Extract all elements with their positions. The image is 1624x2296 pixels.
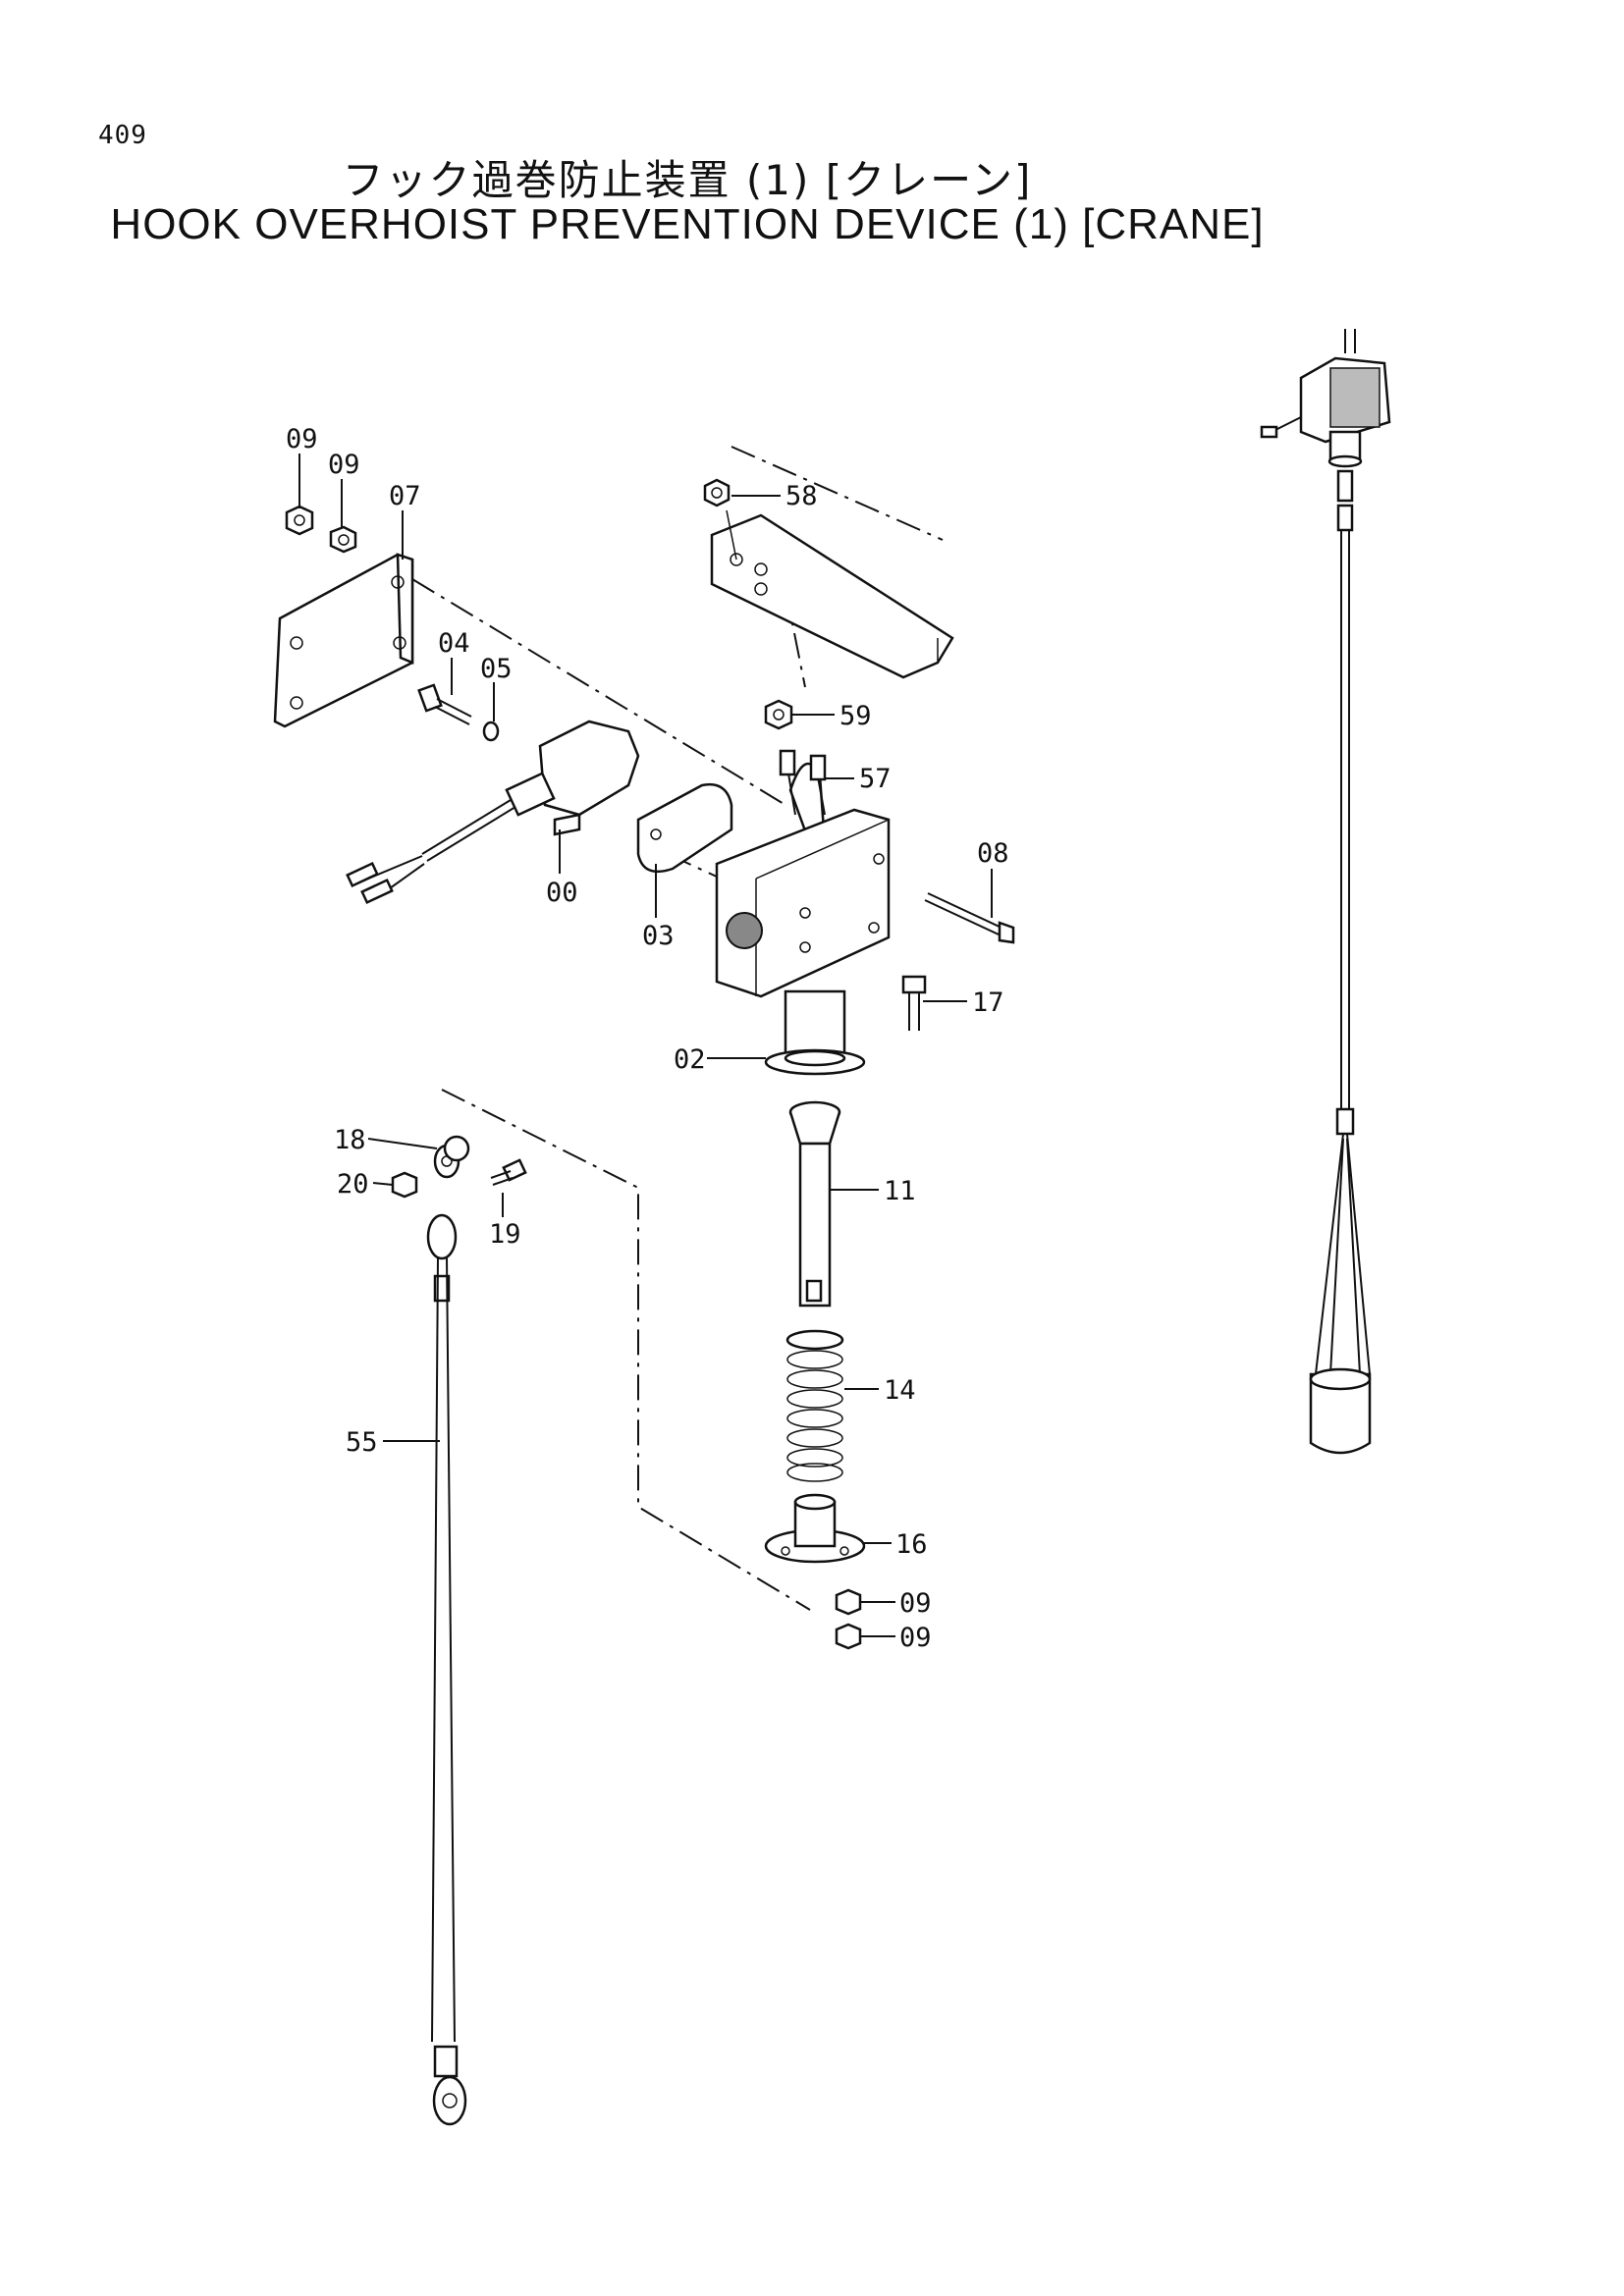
part-03-cover [636,782,733,874]
part-59-nut [764,699,793,730]
label-part-09c: 09 [899,1588,932,1619]
part-08-bolt [924,892,1015,944]
part-07-plate [273,553,414,728]
label-part-00: 00 [546,878,578,908]
part-16-spring-seat [764,1493,866,1564]
label-part-17: 17 [972,988,1004,1018]
label-part-09d: 09 [899,1623,932,1653]
part-09-nuts-bottom [835,1588,862,1650]
label-part-05: 05 [480,654,513,684]
label-part-59: 59 [839,701,872,731]
part-04-bolt [417,683,472,725]
part-14-spring [785,1329,844,1482]
label-part-14: 14 [884,1375,916,1406]
part-11-rod [788,1100,841,1308]
part-02-housing [715,808,891,1076]
label-part-08: 08 [977,838,1009,869]
label-part-04: 04 [438,628,470,659]
part-09-nuts-top [285,505,357,554]
part-labels: 09 09 07 58 04 05 59 57 08 00 03 17 02 1… [286,424,1009,1653]
label-part-55: 55 [346,1427,378,1458]
label-part-20: 20 [337,1169,369,1200]
title-english: HOOK OVERHOIST PREVENTION DEVICE (1) [CR… [110,200,1265,248]
label-part-11: 11 [884,1176,916,1206]
label-part-09b: 09 [328,450,360,480]
part-55-wire-rope [426,1213,467,2126]
title-japanese: フック過巻防止装置 (1) [クレーン] [342,156,1033,204]
label-part-58: 58 [785,481,818,511]
part-17-bolt [901,975,927,1031]
label-part-57: 57 [859,764,892,794]
part-19-bolt [490,1158,527,1186]
label-part-03: 03 [642,921,675,951]
label-part-18: 18 [334,1125,366,1155]
label-part-09a: 09 [286,424,318,454]
page-number: 409 [98,121,147,150]
part-18-shackle [433,1135,470,1179]
part-05-washer [482,721,500,742]
part-00-limit-switch [346,720,640,905]
leader-lines [298,454,993,1637]
label-part-16: 16 [895,1529,928,1560]
label-part-19: 19 [489,1219,521,1250]
part-58-nut-and-bracket [703,478,954,679]
label-part-07: 07 [389,481,421,511]
label-part-02: 02 [674,1044,706,1075]
part-20-nut [391,1171,418,1199]
assembled-overview [1260,329,1391,1455]
